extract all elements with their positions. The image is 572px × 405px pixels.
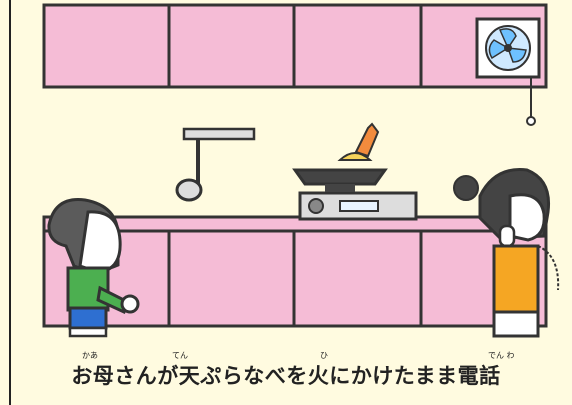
fan-icon <box>475 17 541 126</box>
tempura-pan-icon <box>292 122 388 192</box>
ruby-kaa: かあ <box>82 351 98 360</box>
caption-text: お母さんが天ぷらなべを火にかけたまま電話 <box>71 364 501 388</box>
ladle-icon <box>175 127 256 202</box>
stove-icon <box>298 191 418 221</box>
caption: かあ てん ひ でん わ お母さんが天ぷらなべを火にかけたまま電話 <box>0 350 572 390</box>
ruby-ten: てん <box>172 351 188 360</box>
ruby-denwa: でん わ <box>488 351 515 360</box>
upper-cabinets <box>42 3 548 89</box>
mother-figure <box>453 168 560 338</box>
caption-ruby: かあ てん ひ でん わ <box>0 350 572 360</box>
boy-figure <box>47 198 140 338</box>
left-frame-line <box>9 0 11 405</box>
ruby-hi: ひ <box>320 351 328 360</box>
